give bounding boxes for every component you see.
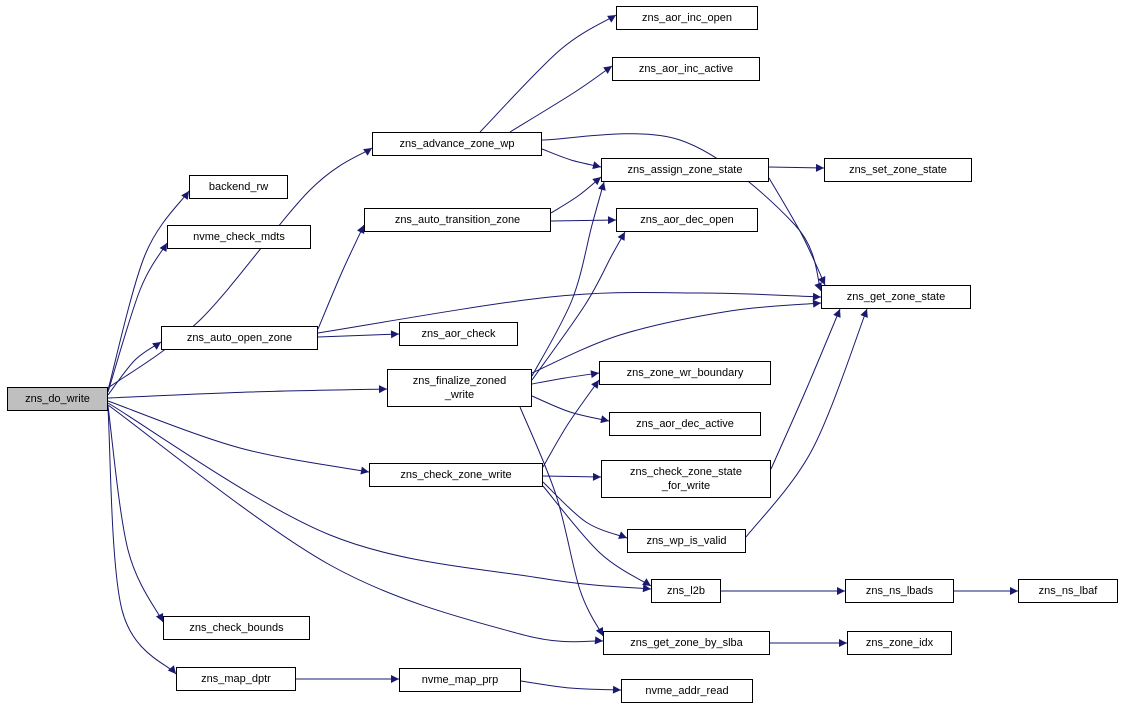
graph-node-zns_check_zone_write[interactable]: zns_check_zone_write [369,463,543,487]
graph-node-zns_set_zone_state[interactable]: zns_set_zone_state [824,158,972,182]
edge-zns_finalize_zoned_write-to-zns_zone_wr_boundary [531,370,600,385]
graph-node-zns_check_zone_state_for_write[interactable]: zns_check_zone_state _for_write [601,460,771,498]
graph-node-zns_aor_dec_active[interactable]: zns_aor_dec_active [609,412,761,436]
edge-zns_finalize_zoned_write-to-zns_aor_dec_open [531,231,626,381]
edge-zns_do_write-to-zns_check_bounds [107,405,164,623]
graph-node-zns_l2b[interactable]: zns_l2b [651,579,721,603]
graph-node-backend_rw[interactable]: backend_rw [189,175,288,199]
graph-node-zns_aor_inc_active[interactable]: zns_aor_inc_active [612,57,760,81]
edge-zns_do_write-to-zns_map_dptr [107,408,177,675]
edge-zns_check_zone_write-to-zns_check_zone_state_for_write [542,472,602,481]
graph-node-zns_zone_idx[interactable]: zns_zone_idx [847,631,952,655]
graph-node-zns_get_zone_by_slba[interactable]: zns_get_zone_by_slba [603,631,770,655]
graph-node-zns_get_zone_state[interactable]: zns_get_zone_state [821,285,971,309]
graph-node-zns_ns_lbaf[interactable]: zns_ns_lbaf [1018,579,1118,603]
edge-zns_do_write-to-zns_get_zone_by_slba [107,404,604,645]
graph-node-zns_advance_zone_wp[interactable]: zns_advance_zone_wp [372,132,542,156]
edge-zns_auto_transition_zone-to-zns_assign_zone_state [550,176,602,214]
edge-zns_wp_is_valid-to-zns_get_zone_state [745,308,868,538]
edge-zns_do_write-to-zns_l2b [107,402,652,593]
edge-zns_advance_zone_wp-to-zns_aor_inc_active [509,65,613,133]
edge-zns_check_zone_write-to-zns_zone_wr_boundary [542,379,600,468]
graph-node-zns_wp_is_valid[interactable]: zns_wp_is_valid [627,529,746,553]
edge-zns_do_write-to-nvme_check_mdts [107,242,168,393]
edge-nvme_map_prp-to-nvme_addr_read [520,680,622,694]
graph-node-zns_check_bounds[interactable]: zns_check_bounds [163,616,310,640]
edge-zns_auto_open_zone-to-zns_get_zone_state [317,291,822,334]
edge-zns_assign_zone_state-to-zns_get_zone_state [768,177,826,286]
edge-zns_do_write-to-zns_advance_zone_wp [107,147,373,389]
edge-zns_finalize_zoned_write-to-zns_aor_dec_active [531,395,610,424]
graph-node-zns_auto_open_zone[interactable]: zns_auto_open_zone [161,326,318,350]
edge-zns_do_write-to-zns_auto_open_zone [107,341,162,396]
graph-node-zns_finalize_zoned_write[interactable]: zns_finalize_zoned _write [387,369,532,407]
graph-node-zns_aor_inc_open[interactable]: zns_aor_inc_open [616,6,758,30]
edge-zns_auto_transition_zone-to-zns_aor_dec_open [550,216,617,225]
edge-zns_check_zone_state_for_write-to-zns_get_zone_state [770,308,841,470]
graph-node-zns_aor_check[interactable]: zns_aor_check [399,322,518,346]
graph-node-zns_aor_dec_open[interactable]: zns_aor_dec_open [616,208,758,232]
edge-zns_do_write-to-backend_rw [107,190,190,391]
graph-node-zns_do_write: zns_do_write [7,387,108,411]
graph-node-nvme_check_mdts[interactable]: nvme_check_mdts [167,225,311,249]
edge-zns_do_write-to-zns_finalize_zoned_write [107,385,388,399]
edge-zns_finalize_zoned_write-to-zns_get_zone_by_slba [519,406,604,637]
graph-node-zns_zone_wr_boundary[interactable]: zns_zone_wr_boundary [599,361,771,385]
edge-zns_auto_open_zone-to-zns_aor_check [317,330,400,339]
graph-node-nvme_addr_read[interactable]: nvme_addr_read [621,679,753,703]
edge-zns_finalize_zoned_write-to-zns_assign_zone_state [531,181,606,377]
edge-zns_auto_open_zone-to-zns_auto_transition_zone [317,224,365,330]
edge-zns_finalize_zoned_write-to-zns_get_zone_state [531,299,822,374]
edge-zns_check_zone_write-to-zns_wp_is_valid [542,481,628,539]
graph-node-zns_map_dptr[interactable]: zns_map_dptr [176,667,296,691]
graph-node-zns_assign_zone_state[interactable]: zns_assign_zone_state [601,158,769,182]
edge-zns_advance_zone_wp-to-zns_assign_zone_state [541,148,602,170]
graph-node-zns_ns_lbads[interactable]: zns_ns_lbads [845,579,954,603]
graph-node-zns_auto_transition_zone[interactable]: zns_auto_transition_zone [364,208,551,232]
edge-zns_check_zone_write-to-zns_l2b [542,485,652,587]
edge-zns_do_write-to-zns_check_zone_write [107,400,370,475]
edge-zns_advance_zone_wp-to-zns_aor_inc_open [479,14,617,133]
edge-zns_assign_zone_state-to-zns_set_zone_state [768,163,825,172]
graph-node-nvme_map_prp[interactable]: nvme_map_prp [399,668,521,692]
